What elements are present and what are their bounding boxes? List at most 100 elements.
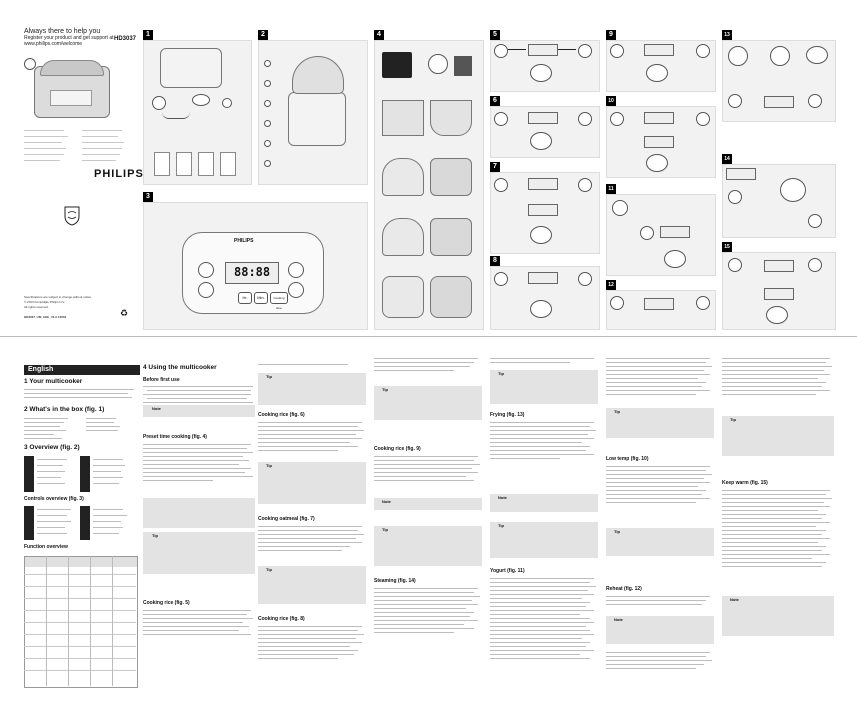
text-line	[143, 626, 249, 628]
text-line	[143, 402, 253, 404]
lang-line	[24, 160, 60, 161]
text-line	[722, 522, 830, 524]
text-line	[374, 476, 466, 478]
tip-box	[490, 522, 598, 558]
footer-copyright: © 2013 Koninklijke Philips N.V.	[24, 300, 65, 304]
text-line	[37, 477, 61, 479]
text-line	[722, 530, 826, 532]
text-line	[86, 430, 118, 432]
text-line	[606, 486, 698, 488]
text-line	[606, 600, 706, 602]
minute-button: Min.	[254, 292, 268, 304]
text-line	[24, 397, 132, 399]
text-line	[37, 521, 71, 523]
text-line	[490, 622, 594, 624]
text-line	[722, 362, 826, 364]
panel-number-4: 4	[374, 30, 384, 40]
text-line	[490, 450, 586, 452]
step-display	[528, 272, 558, 284]
col4-text-b	[374, 456, 482, 496]
start-button	[288, 262, 304, 278]
callout-marker	[264, 140, 271, 147]
text-line	[258, 654, 354, 656]
text-line	[374, 472, 478, 474]
cover-badge-icon	[24, 58, 36, 70]
start-press-icon	[696, 44, 710, 58]
text-line	[258, 658, 338, 660]
text-line	[143, 618, 253, 620]
controls-overview-heading: Controls overview (fig. 3)	[24, 496, 84, 502]
open-lid-step	[382, 158, 424, 196]
text-line	[374, 596, 480, 598]
tip-box	[258, 462, 366, 504]
text-line	[24, 389, 134, 391]
text-line	[606, 478, 704, 480]
text-line	[606, 604, 702, 606]
note-box	[143, 405, 255, 417]
text-line	[374, 588, 478, 590]
tip-label: Tip	[382, 527, 388, 532]
text-line	[490, 582, 590, 584]
tip-label: Tip	[266, 463, 272, 468]
note-box	[374, 498, 482, 510]
text-line	[490, 358, 594, 360]
col5-text-c	[490, 578, 598, 678]
step-display	[764, 288, 794, 300]
inner-pot-step	[430, 100, 472, 136]
start-press-icon	[808, 214, 822, 228]
close-lid-step	[382, 218, 424, 256]
start-press-icon	[808, 94, 822, 108]
text-line	[722, 382, 826, 384]
text-line	[490, 422, 594, 424]
recycle-icon: ♻	[120, 308, 129, 318]
menu-press-icon	[610, 44, 624, 58]
start-press-icon	[578, 178, 592, 192]
cooking-time-button: Cooking time	[270, 292, 288, 310]
panel-number-2: 2	[258, 30, 268, 40]
text-line	[143, 386, 253, 388]
col3-text-b	[258, 422, 366, 462]
text-line	[606, 358, 710, 360]
philips-shield-icon	[64, 206, 80, 226]
tip-box	[143, 532, 255, 574]
panel-1-cooker	[160, 48, 222, 88]
table-divider	[24, 658, 136, 659]
text-line	[606, 466, 710, 468]
text-line	[490, 598, 582, 600]
col6-text-c	[606, 596, 714, 614]
cooker-icon	[806, 46, 828, 64]
panel-number-13: 13	[722, 30, 732, 40]
step-display	[644, 298, 674, 310]
tip-label: Tip	[498, 523, 504, 528]
cooker-icon	[530, 226, 552, 244]
text-line	[490, 578, 594, 580]
text-line	[93, 471, 121, 473]
controls-table	[24, 506, 136, 540]
col3-text-d	[258, 626, 366, 666]
cooker-final-step	[382, 276, 424, 318]
yogurt-jar-icon	[612, 200, 628, 216]
panel-number-3: 3	[143, 192, 153, 202]
tip-label: Tip	[382, 387, 388, 392]
text-line	[374, 592, 474, 594]
text-line	[258, 630, 358, 632]
text-line	[490, 442, 582, 444]
text-line	[606, 660, 712, 662]
note-label: Note	[614, 617, 623, 622]
menu-press-icon	[494, 178, 508, 192]
text-line	[258, 546, 350, 548]
text-line	[93, 483, 119, 485]
callout-marker	[264, 100, 271, 107]
text-line	[490, 434, 588, 436]
text-line	[147, 398, 247, 400]
note-label: Note	[730, 597, 739, 602]
col5-text-a	[490, 358, 598, 388]
text-line	[606, 474, 712, 476]
text-line	[258, 446, 358, 448]
text-line	[490, 586, 596, 588]
function-table-rows	[24, 556, 136, 686]
col6-text-a	[606, 358, 714, 418]
text-line	[374, 480, 474, 482]
tip-box	[606, 408, 714, 438]
model-number: HD3037	[114, 36, 137, 42]
